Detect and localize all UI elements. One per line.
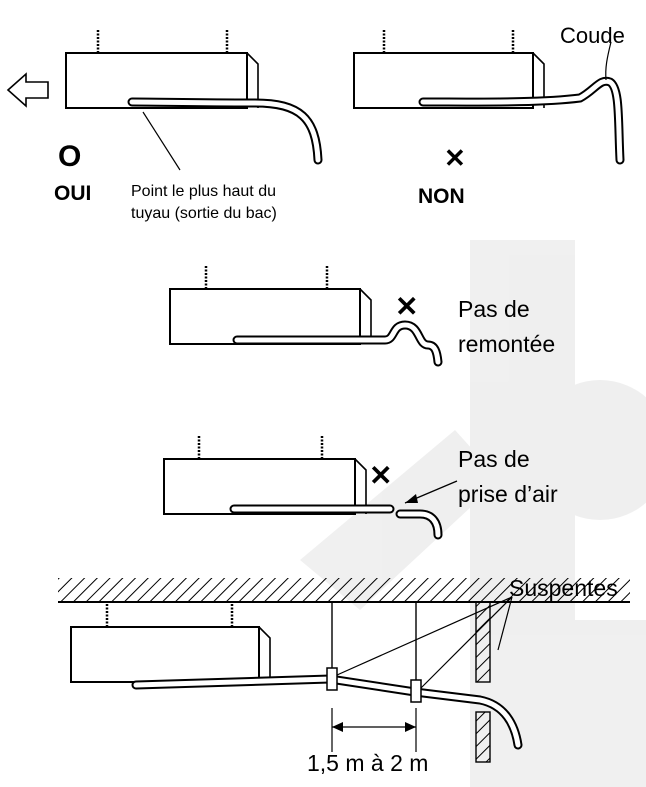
left-arrow-icon <box>6 72 49 108</box>
verdict-yes-label: OUI <box>54 182 92 205</box>
no-air-intake-line2: prise d’air <box>458 481 558 507</box>
elbow-callout: Coude <box>560 23 625 48</box>
no-rise-line1: Pas de <box>458 296 530 322</box>
rejected-mark: ✕ <box>369 460 393 491</box>
high-point-note-line2: tuyau (sortie du bac) <box>131 205 277 222</box>
ceiling <box>58 578 630 602</box>
pipe-clamp <box>410 679 422 703</box>
panel-rise <box>169 264 443 367</box>
hanger-spacing-label: 1,5 m à 2 m <box>305 750 431 776</box>
watermark <box>300 240 646 787</box>
rejected-mark: ✕ <box>395 291 419 322</box>
rejected-mark: ✕ <box>444 143 466 173</box>
panel-no <box>353 28 625 165</box>
panel-air <box>163 434 458 540</box>
indoor-unit <box>70 626 260 683</box>
approved-mark: O <box>58 140 82 173</box>
no-air-intake-line1: Pas de <box>458 446 530 472</box>
high-point-note-line1: Point le plus haut du <box>131 183 276 200</box>
wall <box>475 601 491 683</box>
verdict-no-label: NON <box>418 185 465 208</box>
hangers-callout: Suspentes <box>509 575 618 601</box>
panel-hangers <box>58 578 630 763</box>
no-rise-line2: remontée <box>458 331 556 357</box>
panel-yes <box>6 28 323 171</box>
pipe-clamp <box>326 667 338 691</box>
